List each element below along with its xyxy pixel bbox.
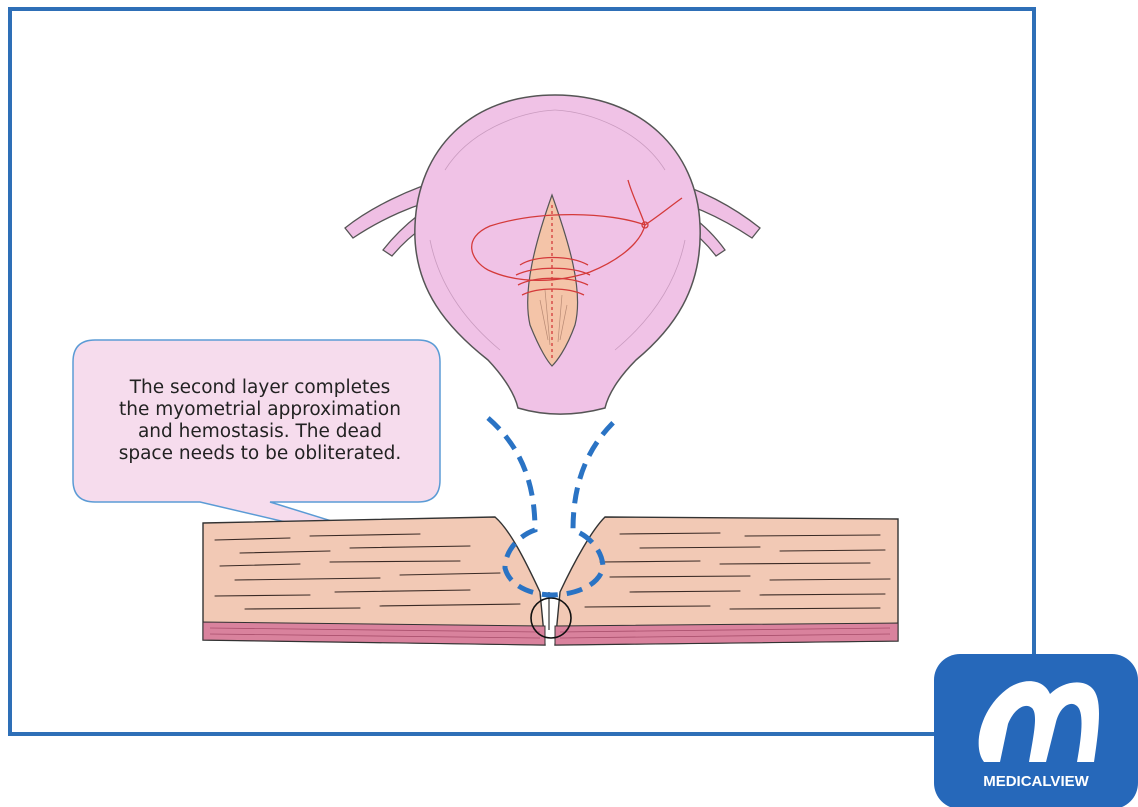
tissue-cross-section [203, 517, 898, 645]
left-endometrium [203, 622, 545, 645]
logo-wordmark: MEDICALVIEW [983, 773, 1089, 790]
right-endometrium [555, 623, 898, 645]
callout-text: The second layer completes the myometria… [90, 377, 430, 465]
medical-view-logo: MEDICALVIEW [932, 652, 1138, 807]
